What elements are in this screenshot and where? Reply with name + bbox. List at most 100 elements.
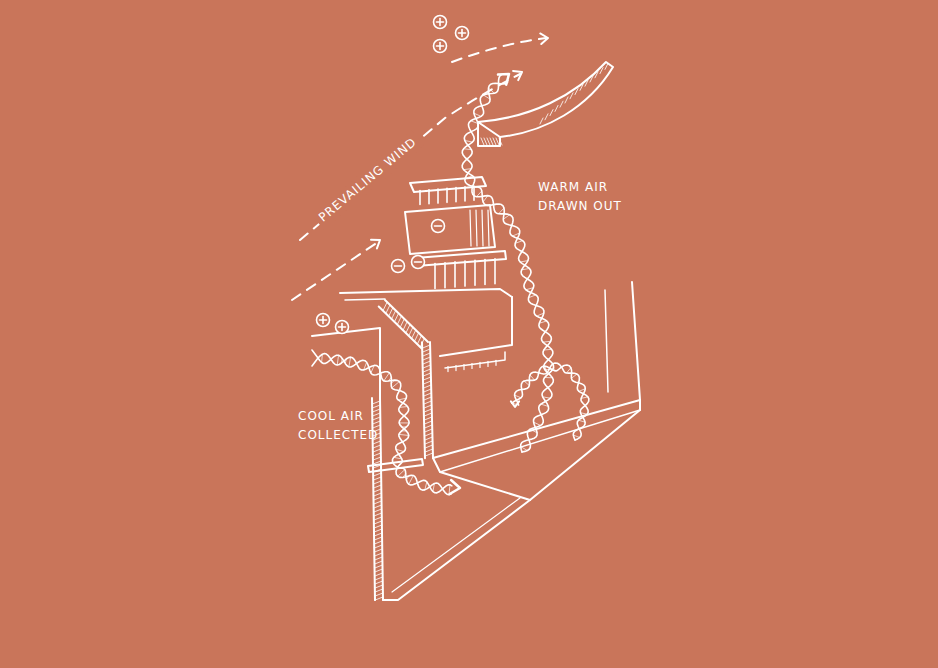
hatch-line	[423, 361, 431, 364]
wind-arrowhead	[371, 240, 380, 249]
roof-canopy	[478, 62, 613, 137]
grille-notch	[463, 365, 464, 370]
hatch-line	[375, 573, 383, 576]
ribbon-shade	[341, 358, 343, 363]
ribbon-shade	[573, 435, 579, 438]
positive-pressure-symbol	[336, 321, 349, 334]
hatch-line	[580, 84, 583, 90]
negative-pressure-symbol	[392, 260, 405, 273]
hatch-line	[392, 310, 396, 319]
annotation-label: COOL AIR COLLECTED	[298, 407, 383, 445]
wind-arrowhead	[513, 71, 522, 80]
ribbon-strand	[462, 75, 553, 452]
hatch-line	[386, 305, 390, 314]
ribbon-shade	[571, 374, 576, 378]
hatch-line	[374, 513, 382, 516]
hatch-line	[374, 545, 382, 548]
hatch-line	[424, 421, 432, 424]
hatch-line	[417, 336, 421, 345]
hatch-line	[424, 429, 432, 432]
hatch-line	[425, 441, 433, 444]
louvre-fin	[494, 259, 496, 284]
ribbon-shade	[402, 430, 407, 431]
grille-notch	[447, 367, 448, 372]
inner-wall	[422, 342, 433, 458]
ribbon-shade	[545, 377, 553, 378]
ribbon-shade	[337, 355, 338, 365]
hatch-line	[425, 449, 433, 452]
ribbon-shade	[465, 141, 473, 143]
wall-line	[445, 352, 505, 368]
ribbon-shade	[384, 373, 390, 381]
louvre-fin	[464, 261, 466, 286]
wall-edge	[379, 306, 422, 348]
hatch-line	[375, 577, 383, 580]
hatch-line	[422, 357, 430, 360]
hatch-line	[374, 509, 382, 512]
symbol-bar	[461, 30, 463, 37]
ledge-line	[340, 289, 512, 297]
ribbon-shade	[403, 474, 406, 478]
ribbon-shade	[488, 88, 494, 93]
hatch-line	[374, 517, 382, 520]
hatch-line	[372, 421, 380, 424]
positive-pressure-symbol	[456, 27, 469, 40]
ribbon-shade	[539, 321, 546, 323]
hatch-line	[375, 581, 383, 584]
positive-pressure-symbol	[434, 16, 447, 29]
wind-line	[452, 38, 546, 62]
ribbon-strand	[515, 363, 589, 440]
hatch-line	[424, 405, 432, 408]
hatch-line	[374, 541, 382, 544]
symbol-ring	[392, 260, 405, 273]
ribbon-strand	[462, 82, 553, 452]
duct-base	[383, 500, 530, 600]
hatch-line	[423, 385, 431, 388]
hatch-line	[373, 493, 381, 496]
ribbon-shade	[499, 208, 504, 214]
ribbon-shade	[392, 382, 400, 388]
ribbon-shade	[465, 176, 473, 178]
ribbon-tail	[312, 350, 318, 366]
ribbon-shade	[391, 380, 394, 383]
grille-notch	[471, 363, 472, 368]
louvre-fin	[482, 210, 483, 246]
ribbon-shade	[515, 395, 521, 398]
ribbon-shade	[464, 148, 472, 150]
ribbon-shade	[529, 295, 536, 298]
hatch-line	[374, 501, 382, 504]
grille-notch	[487, 361, 488, 366]
hatch-line	[406, 324, 410, 333]
hatch-line	[403, 322, 407, 331]
hatch-line	[389, 308, 393, 317]
ribbon-shade	[474, 113, 481, 116]
ribbon-shade	[409, 475, 414, 484]
louvre-fin	[476, 210, 477, 246]
grille-notch	[495, 360, 496, 365]
symbol-bar	[439, 43, 441, 50]
ribbon-shade	[520, 261, 528, 262]
airflow-arrowhead	[450, 480, 460, 494]
wind-line	[300, 74, 520, 240]
ribbon-shade	[364, 362, 367, 370]
ribbon-shade	[524, 381, 529, 386]
hatch-line	[412, 330, 416, 339]
wind-line	[292, 242, 378, 300]
louvre-fin	[428, 190, 430, 204]
hatch-line	[374, 505, 382, 508]
louvre-fin	[464, 187, 466, 201]
ribbon-shade	[483, 196, 488, 202]
annotation-label: WARM AIR DRAWN OUT	[538, 178, 633, 216]
hatch-line	[374, 529, 382, 532]
hatch-line	[373, 473, 381, 476]
ribbon-shade	[579, 389, 585, 392]
hatch-line	[375, 597, 383, 600]
hatch-line	[424, 417, 432, 420]
ribbon-shade	[394, 457, 402, 459]
ribbon-shade	[345, 359, 347, 364]
hatch-line	[373, 489, 381, 492]
ribbon-strand	[318, 354, 451, 495]
hatch-line	[590, 76, 593, 82]
